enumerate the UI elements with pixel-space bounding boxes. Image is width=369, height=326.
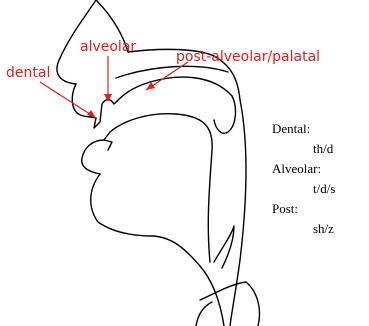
alveolar-example: t/d/s <box>313 182 335 195</box>
pharynx-back-wall <box>230 100 246 326</box>
post-heading: Post: <box>272 202 298 215</box>
trachea-outline <box>196 302 212 326</box>
dental-example: th/d <box>313 142 333 155</box>
lower-teeth-outline <box>104 132 112 150</box>
chin-outline <box>91 174 224 326</box>
upper-teeth-outline <box>94 104 102 128</box>
dental-heading: Dental: <box>272 122 310 135</box>
dental-label: dental <box>6 66 50 80</box>
tongue-outline <box>110 114 212 262</box>
alveolar-label: alveolar <box>80 40 136 54</box>
post-alveolar-palatal-label: post-alveolar/palatal <box>176 50 320 64</box>
velum-outline <box>214 96 235 133</box>
dental-pointer <box>40 82 96 118</box>
alveolar-heading: Alveolar: <box>272 162 321 175</box>
post-example: sh/z <box>313 222 334 235</box>
alveolar-ridge-outline <box>102 77 232 104</box>
lower-lip-outline <box>82 140 104 174</box>
epiglottis-outline <box>214 226 234 268</box>
